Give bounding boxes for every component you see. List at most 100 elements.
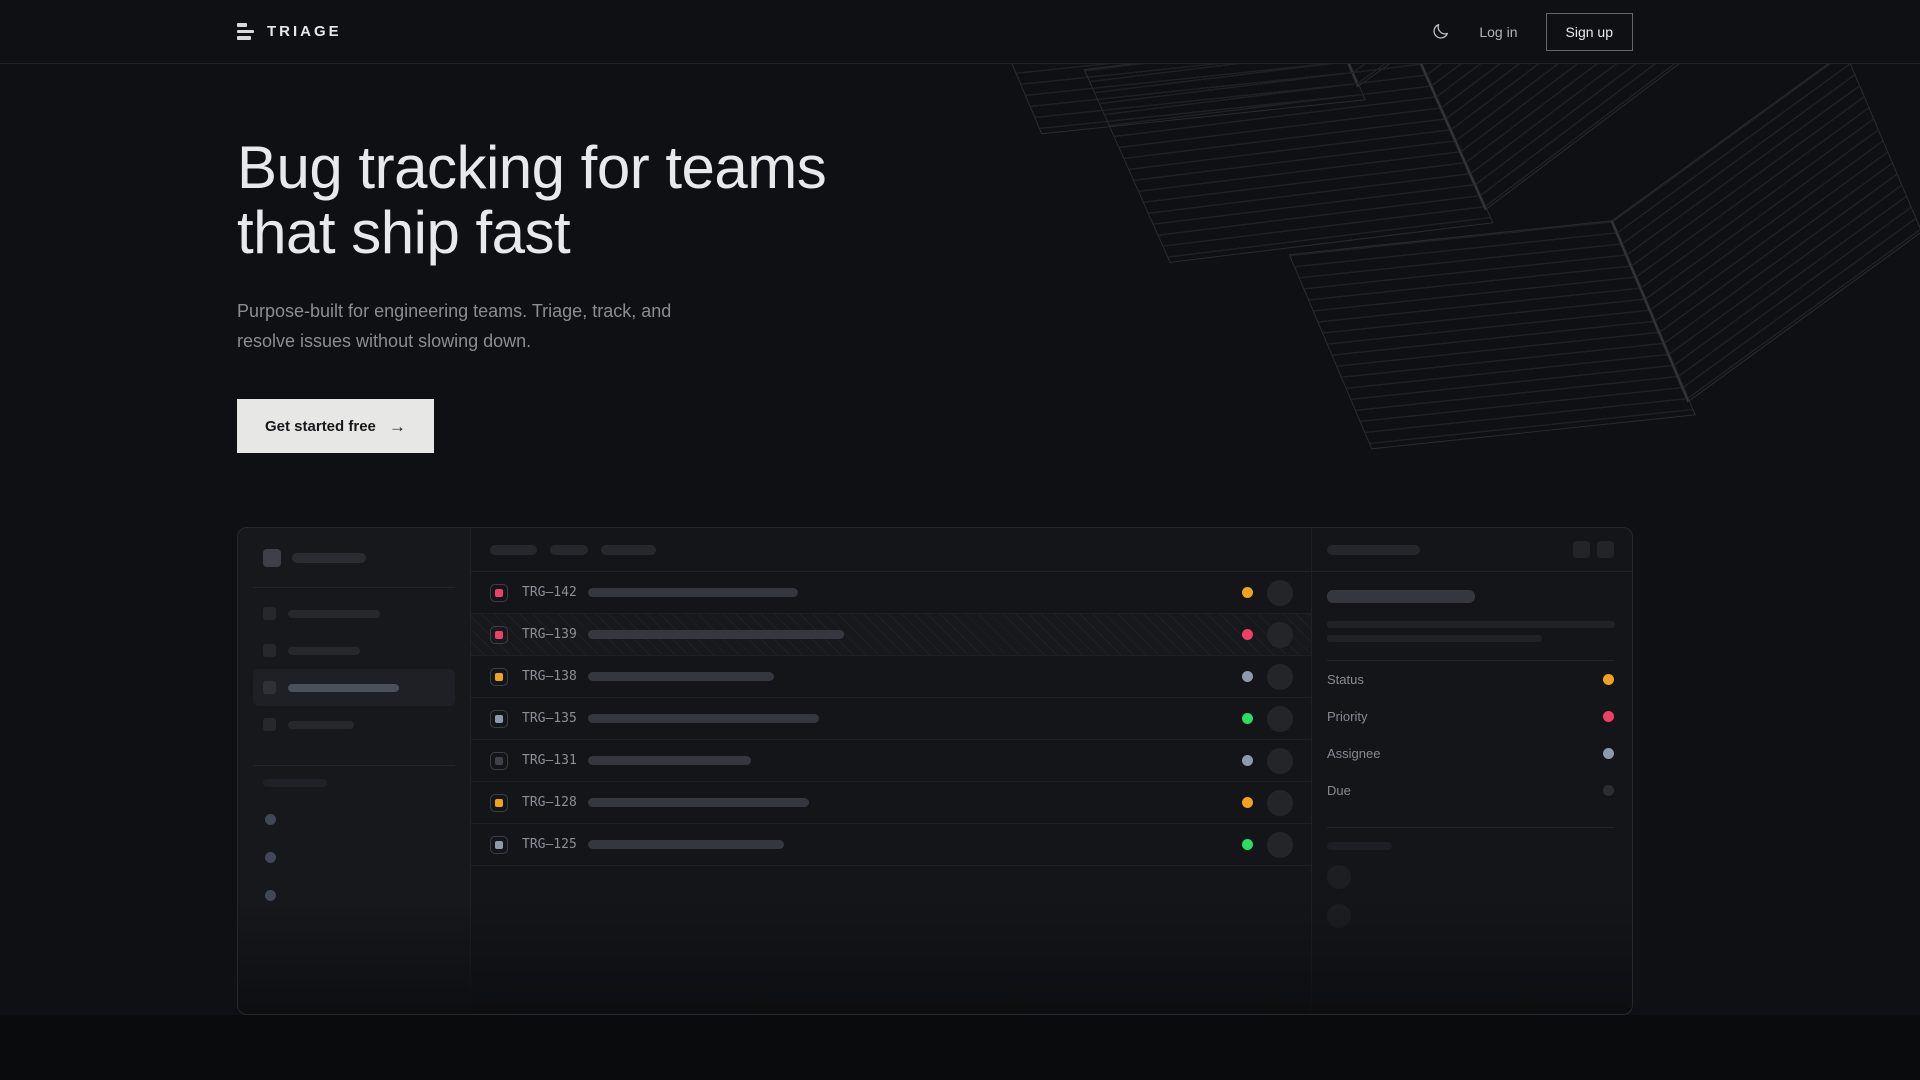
assignee-avatar — [1267, 831, 1293, 858]
field-value-dot — [1603, 711, 1614, 722]
mockup-sidebar — [238, 528, 471, 1014]
list-toolbar — [471, 528, 1311, 572]
detail-toolbar — [1312, 528, 1632, 572]
nav-glyph-icon — [263, 644, 276, 657]
nav-glyph-icon — [263, 681, 276, 694]
arrow-right-icon: → — [388, 416, 406, 436]
status-dot — [1242, 713, 1253, 724]
issue-row: TRG–138 — [471, 656, 1311, 698]
workspace-switcher — [253, 549, 455, 567]
assignee-avatar — [1267, 579, 1293, 606]
triage-bars-icon — [237, 23, 254, 40]
field-value-dot — [1603, 785, 1614, 796]
footer-band — [0, 1015, 1920, 1080]
issue-type-icon — [490, 625, 508, 644]
assignee-avatar — [1267, 705, 1293, 732]
issue-type-icon — [490, 583, 508, 602]
sidebar-item-active — [253, 669, 455, 706]
detail-field-status: Status — [1327, 661, 1614, 698]
skeleton-title-bar — [1327, 590, 1475, 603]
top-navigation-bar: TRIAGE Log in Sign up — [0, 0, 1920, 64]
status-dot — [1242, 797, 1253, 808]
assignee-avatar — [1267, 663, 1293, 690]
status-dot — [1242, 671, 1253, 682]
divider — [1327, 827, 1614, 828]
skeleton-bar — [588, 756, 751, 765]
mockup-issue-list: TRG–142 TRG–139 TRG–138 — [471, 528, 1312, 1014]
member-avatar-dot — [265, 852, 276, 863]
issue-id: TRG–139 — [522, 627, 577, 642]
panel-action-icon — [1573, 541, 1590, 558]
issue-row: TRG–135 — [471, 698, 1311, 740]
signup-button[interactable]: Sign up — [1545, 12, 1633, 51]
skeleton-bar — [288, 646, 360, 655]
status-dot — [1242, 629, 1253, 640]
nav-glyph-icon — [263, 718, 276, 731]
app-mockup: TRG–142 TRG–139 TRG–138 — [237, 527, 1633, 1015]
sidebar-nav — [253, 595, 455, 743]
sidebar-item — [253, 706, 455, 743]
member-avatar-dot — [265, 814, 276, 825]
issue-type-icon — [490, 751, 508, 770]
issue-id: TRG–138 — [522, 669, 577, 684]
skeleton-bar — [588, 630, 844, 639]
detail-field-priority: Priority — [1327, 698, 1614, 735]
skeleton-bar — [263, 779, 327, 787]
detail-field-due: Due — [1327, 772, 1614, 809]
skeleton-pill — [550, 544, 588, 555]
nav-glyph-icon — [263, 607, 276, 620]
assignee-avatar — [1267, 621, 1293, 648]
issue-id: TRG–142 — [522, 585, 577, 600]
hero-section: Bug tracking for teams that ship fast Pu… — [0, 64, 1920, 1015]
workspace-avatar — [263, 549, 281, 567]
status-dot — [1242, 755, 1253, 766]
get-started-button[interactable]: Get started free → — [237, 399, 434, 453]
divider — [253, 765, 455, 766]
status-dot — [1242, 839, 1253, 850]
issue-id: TRG–128 — [522, 795, 577, 810]
skeleton-pill — [490, 544, 537, 555]
brand-logo[interactable]: TRIAGE — [237, 23, 342, 40]
issue-id: TRG–125 — [522, 837, 577, 852]
detail-body: Status Priority Assignee Due — [1312, 572, 1632, 928]
page-title: Bug tracking for teams that ship fast — [237, 134, 827, 266]
detail-field-assignee: Assignee — [1327, 735, 1614, 772]
skeleton-line — [1327, 635, 1542, 642]
issue-type-icon — [490, 667, 508, 686]
issue-id: TRG–135 — [522, 711, 577, 726]
skeleton-bar — [1327, 842, 1392, 850]
skeleton-bar — [288, 720, 354, 729]
skeleton-bar — [1327, 544, 1420, 555]
issue-row: TRG–125 — [471, 824, 1311, 866]
skeleton-bar — [588, 588, 798, 597]
comment-avatar — [1327, 865, 1351, 889]
member-avatar-dot — [265, 890, 276, 901]
mockup-detail-panel: Status Priority Assignee Due — [1312, 528, 1632, 1014]
brand-name: TRIAGE — [267, 23, 342, 40]
issue-row: TRG–131 — [471, 740, 1311, 782]
skeleton-bar — [292, 553, 366, 563]
sidebar-item — [253, 632, 455, 669]
skeleton-bar — [588, 840, 784, 849]
issue-type-icon — [490, 835, 508, 854]
panel-action-icon — [1597, 541, 1614, 558]
skeleton-pill — [601, 544, 656, 555]
issue-id: TRG–131 — [522, 753, 577, 768]
skeleton-bar — [588, 714, 819, 723]
skeleton-bar — [588, 798, 809, 807]
issue-row: TRG–142 — [471, 572, 1311, 614]
field-value-dot — [1603, 748, 1614, 759]
divider — [1327, 660, 1614, 661]
moon-icon — [1433, 24, 1448, 39]
login-link[interactable]: Log in — [1479, 23, 1518, 40]
issue-row: TRG–128 — [471, 782, 1311, 824]
comment-avatar — [1327, 904, 1351, 928]
issue-type-icon — [490, 793, 508, 812]
issue-type-icon — [490, 709, 508, 728]
skeleton-line — [1327, 621, 1615, 628]
hero-subtitle: Purpose-built for engineering teams. Tri… — [237, 301, 672, 351]
divider — [253, 587, 455, 588]
issue-row-selected: TRG–139 — [471, 614, 1311, 656]
assignee-avatar — [1267, 747, 1293, 774]
theme-toggle-button[interactable] — [1429, 21, 1451, 43]
